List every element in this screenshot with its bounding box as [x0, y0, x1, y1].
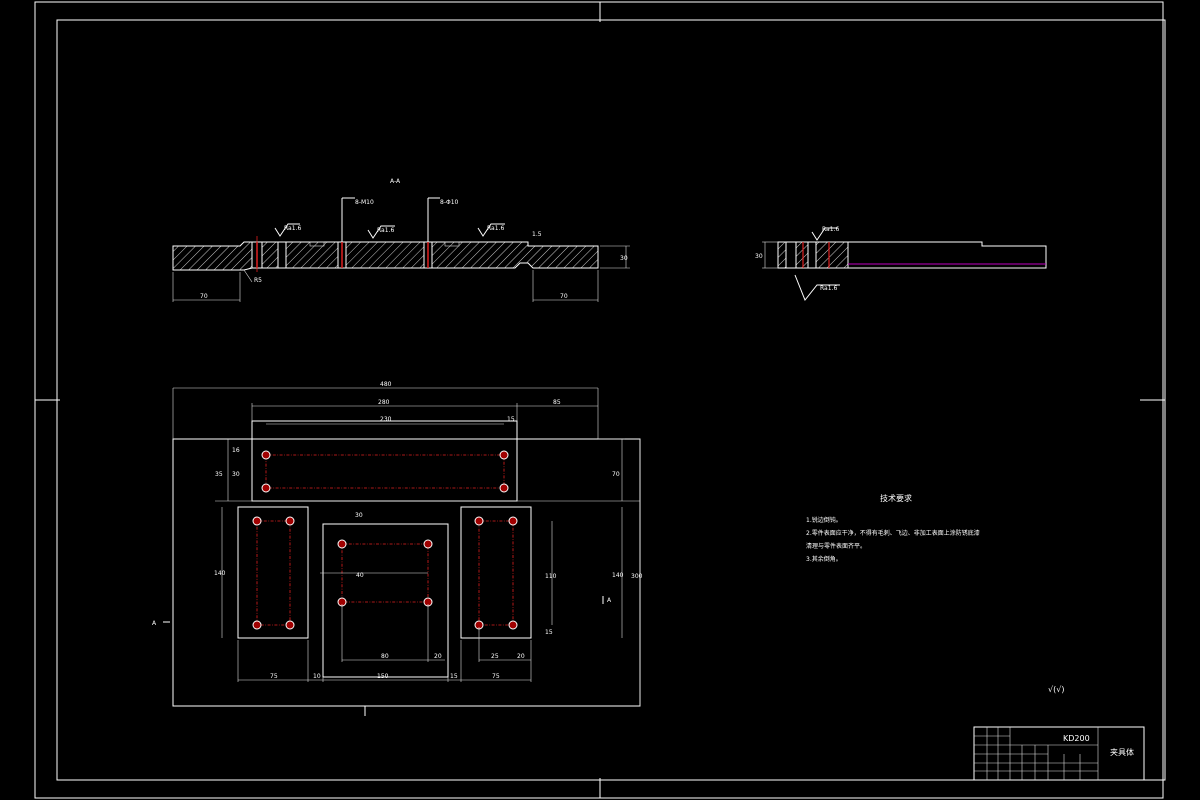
dim-thickness: 30: [620, 255, 628, 262]
dim-left-70: 70: [200, 293, 208, 300]
section-view: A-A Ra1.6 Ra1.6 Ra1.6 8-M10 8-Φ10 1.5 70: [172, 178, 630, 302]
tech-item-2b: 清理与零件表面齐平。: [806, 542, 866, 550]
dim-right-85: 85: [553, 399, 561, 406]
section-mark-right: A: [607, 597, 612, 604]
dim-slot-width: 280: [378, 399, 390, 406]
dim-top-35: 35: [215, 471, 223, 478]
title-name: 夹具体: [1110, 747, 1134, 757]
top-slot-plate: [251, 420, 518, 502]
title-code: KD200: [1063, 734, 1090, 743]
section-roughness-1: Ra1.6: [284, 225, 301, 232]
right-block: [460, 506, 532, 639]
tech-title: 技术要求: [880, 493, 912, 503]
dim-center-40: 40: [356, 572, 364, 579]
section-mark-left: A: [152, 620, 157, 627]
side-dim-thickness: 30: [755, 253, 763, 260]
dim-right-110: 110: [545, 573, 557, 580]
dim-hole-spacing: 230: [380, 416, 392, 423]
sheet-inner-frame: [56, 19, 1166, 781]
section-roughness-2: Ra1.6: [377, 227, 394, 234]
section-hole-2: [277, 241, 287, 269]
base-plate: [172, 438, 641, 707]
section-roughness-3: Ra1.6: [487, 225, 504, 232]
plan-view: 480 280 85 230 15 35 30 16 140: [152, 381, 643, 716]
side-roughness-bottom: Ra1.6: [820, 285, 837, 292]
dim-inner-80: 80: [381, 653, 389, 660]
dim-bottom-150: 150: [377, 673, 389, 680]
tech-item-2a: 2.零件表面应干净，不得有毛刺、飞边、非加工表面上涂防锈底漆: [806, 529, 980, 537]
section-body: [172, 241, 599, 271]
center-block: [322, 523, 449, 678]
side-roughness-top: Ra1.6: [822, 226, 839, 233]
dim-overall-width: 480: [380, 381, 392, 388]
dim-bottom-10: 10: [313, 673, 321, 680]
tech-item-1: 1.锐边倒钝。: [806, 516, 842, 524]
dim-left-140: 140: [214, 570, 226, 577]
dim-bottom-75b: 75: [492, 673, 500, 680]
dim-inner-20a: 20: [434, 653, 442, 660]
dim-bottom-15: 15: [450, 673, 458, 680]
left-block: [237, 506, 309, 639]
dim-right-300: 300: [631, 573, 643, 580]
tech-item-3: 3.其余倒角。: [806, 555, 842, 563]
tech-requirements: 技术要求 1.锐边倒钝。 2.零件表面应干净，不得有毛刺、飞边、非加工表面上涂防…: [806, 493, 980, 563]
dim-edge-15: 15: [507, 416, 515, 423]
section-title: A-A: [390, 178, 401, 185]
title-block: KD200 夹具体: [973, 726, 1145, 781]
dim-top-30: 30: [232, 471, 240, 478]
dim-right-70: 70: [612, 471, 620, 478]
dim-right-15: 15: [545, 629, 553, 636]
dim-top-16: 16: [232, 447, 240, 454]
hole-callout-phi10: 8-Φ10: [440, 199, 459, 206]
dim-r5: R5: [254, 277, 262, 284]
dim-small: 1.5: [532, 231, 542, 238]
dim-right-140: 140: [612, 572, 624, 579]
hole-callout-m10: 8-M10: [355, 199, 374, 206]
side-view: 30 Ra1.6 Ra1.6: [755, 226, 1047, 301]
sheet-outer-border: [34, 1, 1164, 799]
dim-inner-25: 25: [491, 653, 499, 660]
dim-center-30: 30: [355, 512, 363, 519]
dim-bottom-75a: 75: [270, 673, 278, 680]
dim-inner-20b: 20: [517, 653, 525, 660]
roughness-general: √(√): [1048, 685, 1064, 694]
dim-right-70: 70: [560, 293, 568, 300]
